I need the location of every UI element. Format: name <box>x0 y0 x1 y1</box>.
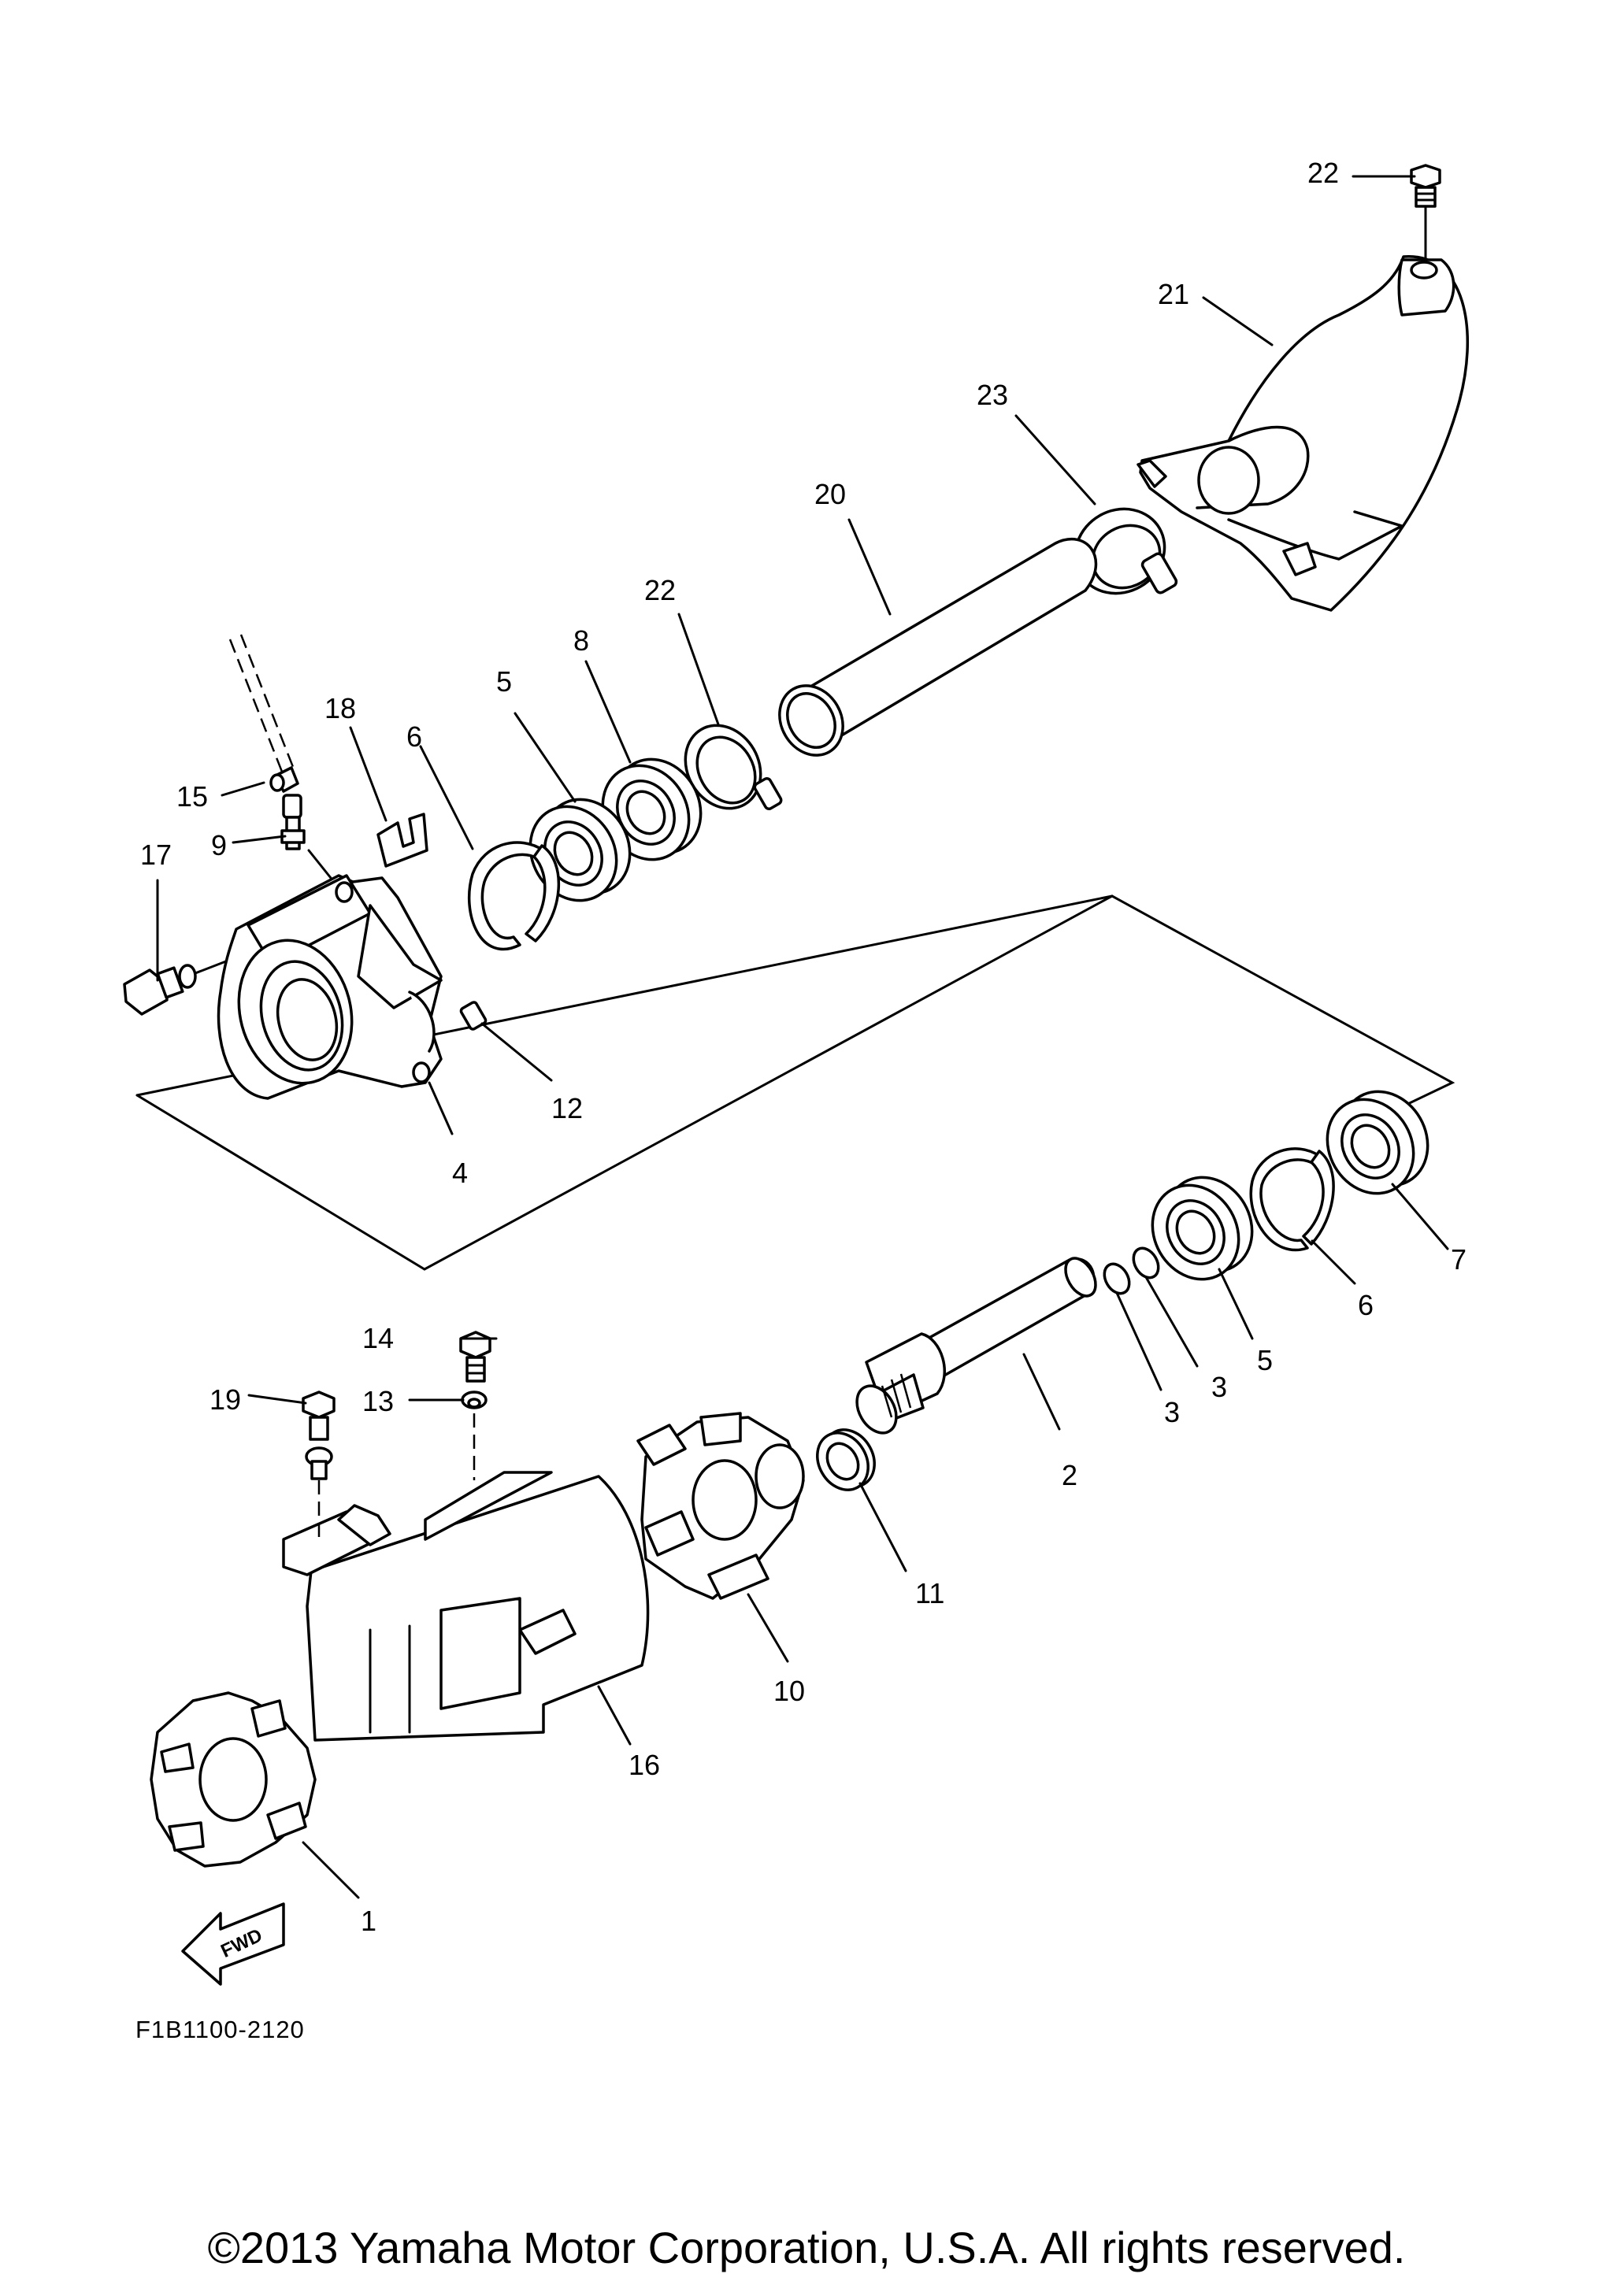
part-3-orings <box>1103 1246 1160 1295</box>
callout-3-a: 3 <box>1211 1371 1227 1403</box>
part-5-bearing-bottom <box>1151 1176 1254 1281</box>
part-19-bolt <box>302 1391 336 1539</box>
fwd-arrow: FWD <box>181 1902 285 1986</box>
part-14-13-bolt <box>459 1331 491 1480</box>
part-23-clamp <box>1073 507 1178 595</box>
callout-8: 8 <box>573 624 589 657</box>
copyright-notice: ©2013 Yamaha Motor Corporation, U.S.A. A… <box>207 2223 1406 2272</box>
callout-5-top: 5 <box>496 665 512 698</box>
callout-22-top: 22 <box>1307 157 1339 189</box>
part-16-cover <box>282 1471 650 1742</box>
callout-6-bottom: 6 <box>1358 1289 1374 1321</box>
part-4-housing <box>217 874 443 1100</box>
callout-7: 7 <box>1451 1243 1467 1276</box>
part-21-nozzle <box>1137 255 1470 612</box>
callouts: 22 21 23 20 22 8 5 6 18 15 9 17 12 4 7 6… <box>140 157 1467 1937</box>
callout-22-mid: 22 <box>644 574 676 606</box>
callout-13: 13 <box>362 1385 394 1417</box>
leader-lines <box>156 175 1449 1899</box>
part-6-circlip-top <box>467 841 561 951</box>
part-6-circlip-bottom <box>1249 1147 1335 1252</box>
callout-11: 11 <box>915 1577 944 1609</box>
callout-16: 16 <box>629 1749 660 1781</box>
callout-6-top: 6 <box>406 720 422 753</box>
diagram-code: F1B1100-2120 <box>135 2016 305 2043</box>
callout-1: 1 <box>361 1905 376 1937</box>
part-18-plate <box>376 813 428 868</box>
part-17-bolt <box>123 953 246 1016</box>
part-11-seal <box>816 1428 876 1491</box>
part-1-bushing <box>150 1691 317 1868</box>
callout-10: 10 <box>773 1675 805 1707</box>
callout-19: 19 <box>210 1383 241 1416</box>
part-22-bolt-top <box>1410 164 1441 261</box>
part-15-9-fitting <box>228 634 332 880</box>
callout-14: 14 <box>362 1322 394 1354</box>
callout-2: 2 <box>1062 1459 1077 1491</box>
callout-21: 21 <box>1158 278 1189 310</box>
callout-20: 20 <box>814 478 846 510</box>
part-12-pin <box>459 1001 488 1031</box>
callout-12: 12 <box>551 1092 583 1124</box>
part-10-coupler <box>636 1412 805 1600</box>
callout-23: 23 <box>977 379 1008 411</box>
part-22-clamp <box>684 724 783 811</box>
callout-17: 17 <box>140 839 172 871</box>
callout-4: 4 <box>452 1157 468 1189</box>
part-20-tube <box>778 538 1098 757</box>
callout-15: 15 <box>176 780 208 813</box>
part-2-shaft <box>855 1257 1097 1435</box>
callout-5-bottom: 5 <box>1257 1344 1273 1376</box>
callout-9: 9 <box>211 829 227 861</box>
part-7-bearing <box>1326 1090 1429 1195</box>
callout-18: 18 <box>324 692 356 724</box>
callout-3-b: 3 <box>1164 1396 1180 1428</box>
